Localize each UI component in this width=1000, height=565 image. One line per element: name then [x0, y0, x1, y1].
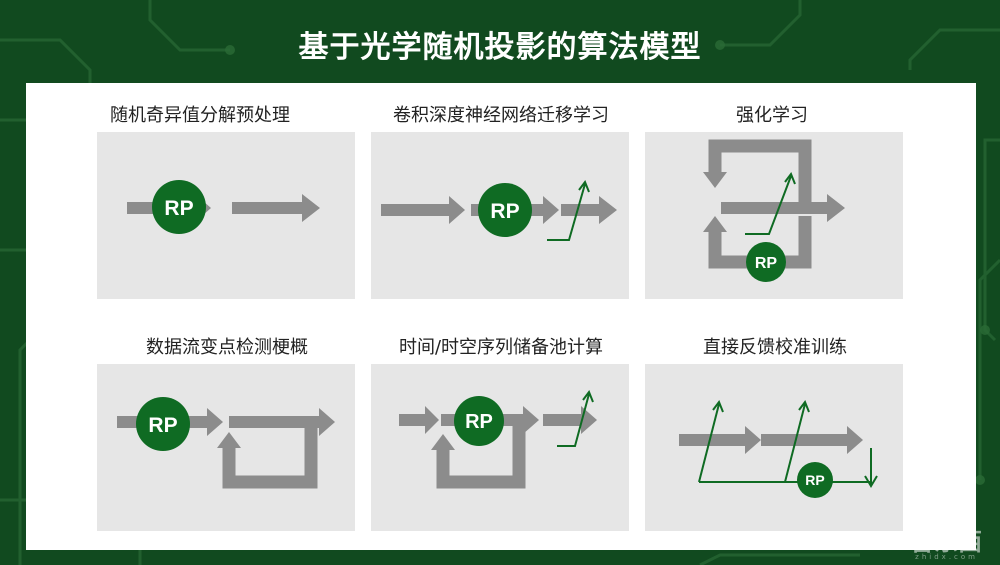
feedback-loop — [222, 428, 318, 489]
cell-title-dfa: 直接反馈校准训练 — [703, 337, 847, 358]
activation-arrowhead — [582, 389, 594, 403]
arrow-input — [381, 196, 465, 224]
diagram-reservoir: RP — [371, 364, 629, 531]
rp-node — [454, 396, 504, 446]
activation-line — [557, 393, 590, 447]
rp-label: RP — [490, 200, 519, 223]
rp-node — [478, 183, 532, 237]
rp-node — [746, 242, 786, 282]
feedback-loop-head — [217, 432, 241, 448]
rp-node — [152, 180, 206, 234]
activation-line-1 — [698, 403, 720, 483]
rp-label: RP — [755, 255, 778, 272]
watermark-sub: zhidx.com — [915, 553, 978, 561]
rp-node — [136, 397, 190, 451]
diagram-rsvd-svg: RP — [127, 180, 320, 234]
activation-arrowhead-2 — [798, 399, 810, 413]
arrow-layer-2 — [761, 426, 863, 454]
arrow-output — [543, 406, 597, 434]
diagram-rl-svg: RP — [703, 139, 845, 282]
cell-title-rl: 强化学习 — [736, 105, 808, 126]
cell-title-cnn-transfer: 卷积深度神经网络迁移学习 — [393, 105, 609, 126]
diagram-changepoint-svg: RP — [117, 397, 335, 489]
arrow-output — [232, 194, 320, 222]
diagram-changepoint: RP — [97, 364, 355, 531]
rp-label: RP — [148, 414, 177, 437]
arrow-output — [229, 408, 335, 436]
diagram-dfa-svg: RP — [679, 399, 878, 498]
activation-line — [745, 175, 792, 235]
watermark-logo: 智东西 — [910, 528, 982, 556]
content-panel: 随机奇异值分解预处理 RP 卷积深度神经网络迁移学习 RP 强化学习 — [26, 83, 976, 550]
arrow-input — [399, 406, 439, 434]
main-arrow — [721, 194, 845, 222]
feedback-loop-head — [431, 434, 455, 450]
page-title: 基于光学随机投影的算法模型 — [298, 30, 702, 65]
activation-line-2 — [784, 403, 806, 483]
feedback-loop-bottom-head — [703, 216, 727, 232]
rp-label: RP — [465, 411, 493, 433]
rp-label: RP — [805, 472, 824, 488]
diagram-cnn-transfer-svg: RP — [381, 179, 617, 241]
diagram-cnn-transfer: RP — [371, 132, 629, 299]
feedback-loop-top-head — [703, 172, 727, 188]
activation-arrowhead-1 — [712, 399, 724, 413]
arrow-layer-1 — [679, 426, 761, 454]
rp-node — [797, 462, 833, 498]
diagram-rsvd: RP — [97, 132, 355, 299]
rp-label: RP — [164, 197, 193, 220]
arrow-output — [561, 196, 617, 224]
feedback-loop-top — [708, 139, 812, 204]
feedback-loop — [436, 426, 526, 489]
diagram-rl: RP — [645, 132, 903, 299]
activation-line — [547, 183, 586, 241]
cell-title-rsvd: 随机奇异值分解预处理 — [110, 105, 290, 126]
diagram-dfa: RP — [645, 364, 903, 531]
diagram-reservoir-svg: RP — [399, 389, 597, 489]
error-arrowhead — [864, 475, 878, 488]
activation-arrowhead — [578, 179, 590, 193]
cell-title-changepoint: 数据流变点检测梗概 — [146, 337, 308, 358]
cell-title-reservoir: 时间/时空序列储备池计算 — [398, 337, 604, 358]
activation-arrowhead — [784, 171, 796, 185]
